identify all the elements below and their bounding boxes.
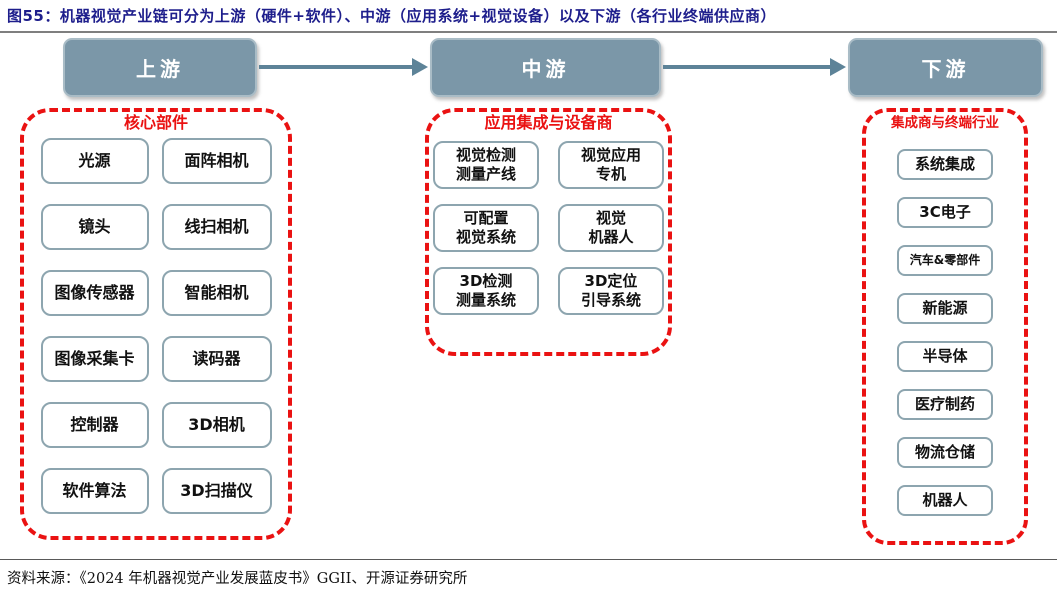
group-header-integrators-end-industries: 集成商与终端行业 bbox=[891, 115, 999, 131]
item-auto-and-parts: 汽车&零部件 bbox=[897, 244, 993, 276]
core-components-grid: 光源 面阵相机 镜头 线扫相机 图像传感器 智能相机 图像采集卡 读码器 控制器… bbox=[40, 137, 272, 514]
item-system-integration: 系统集成 bbox=[897, 148, 993, 180]
item-area-scan-camera: 面阵相机 bbox=[161, 137, 272, 184]
figure-title: 图55：机器视觉产业链可分为上游（硬件+软件）、中游（应用系统+视觉设备）以及下… bbox=[7, 7, 777, 25]
footer-divider bbox=[0, 559, 1057, 560]
item-lens: 镜头 bbox=[40, 203, 149, 250]
arrow-right-icon bbox=[830, 58, 846, 76]
stage-upstream: 上游 bbox=[63, 38, 257, 97]
end-industries-list: 系统集成 3C电子 汽车&零部件 新能源 半导体 医疗制药 物流仓储 机器人 bbox=[897, 148, 993, 516]
item-configurable-vision-system: 可配置 视觉系统 bbox=[433, 203, 539, 252]
item-software-algorithm: 软件算法 bbox=[40, 467, 149, 514]
item-semiconductor: 半导体 bbox=[897, 340, 993, 372]
group-header-application-integration: 应用集成与设备商 bbox=[484, 113, 613, 132]
stage-midstream: 中游 bbox=[430, 38, 661, 97]
group-header-core-components: 核心部件 bbox=[123, 113, 188, 132]
item-logistics-warehousing: 物流仓储 bbox=[897, 436, 993, 468]
group-integrators-end-industries: 集成商与终端行业 系统集成 3C电子 汽车&零部件 新能源 半导体 医疗制药 物… bbox=[862, 108, 1028, 545]
item-smart-camera: 智能相机 bbox=[161, 269, 272, 316]
item-vision-application-machine: 视觉应用 专机 bbox=[558, 140, 664, 189]
item-vision-inspection-line: 视觉检测 测量产线 bbox=[433, 140, 539, 189]
item-robot: 机器人 bbox=[897, 484, 993, 516]
item-line-scan-camera: 线扫相机 bbox=[161, 203, 272, 250]
item-medical-pharma: 医疗制药 bbox=[897, 388, 993, 420]
item-3d-camera: 3D相机 bbox=[161, 401, 272, 448]
stage-downstream: 下游 bbox=[848, 38, 1043, 97]
arrow-midstream-to-downstream bbox=[663, 65, 830, 69]
item-light-source: 光源 bbox=[40, 137, 149, 184]
item-frame-grabber: 图像采集卡 bbox=[40, 335, 149, 382]
item-3d-positioning-guidance-system: 3D定位 引导系统 bbox=[558, 266, 664, 315]
arrow-upstream-to-midstream bbox=[259, 65, 412, 69]
item-code-reader: 读码器 bbox=[161, 335, 272, 382]
source-note: 资料来源：《2024 年机器视觉产业发展蓝皮书》GGII、开源证券研究所 bbox=[7, 571, 468, 587]
item-controller: 控制器 bbox=[40, 401, 149, 448]
arrow-right-icon bbox=[412, 58, 428, 76]
item-3d-scanner: 3D扫描仪 bbox=[161, 467, 272, 514]
item-image-sensor: 图像传感器 bbox=[40, 269, 149, 316]
item-new-energy: 新能源 bbox=[897, 292, 993, 324]
item-3c-electronics: 3C电子 bbox=[897, 196, 993, 228]
group-core-components: 核心部件 光源 面阵相机 镜头 线扫相机 图像传感器 智能相机 图像采集卡 读码… bbox=[20, 108, 292, 540]
item-3d-inspection-system: 3D检测 测量系统 bbox=[433, 266, 539, 315]
group-application-integration-equipment: 应用集成与设备商 视觉检测 测量产线 视觉应用 专机 可配置 视觉系统 视觉 机… bbox=[425, 108, 672, 356]
item-vision-robot: 视觉 机器人 bbox=[558, 203, 664, 252]
title-divider bbox=[0, 31, 1057, 33]
application-integration-grid: 视觉检测 测量产线 视觉应用 专机 可配置 视觉系统 视觉 机器人 3D检测 测… bbox=[433, 140, 664, 315]
